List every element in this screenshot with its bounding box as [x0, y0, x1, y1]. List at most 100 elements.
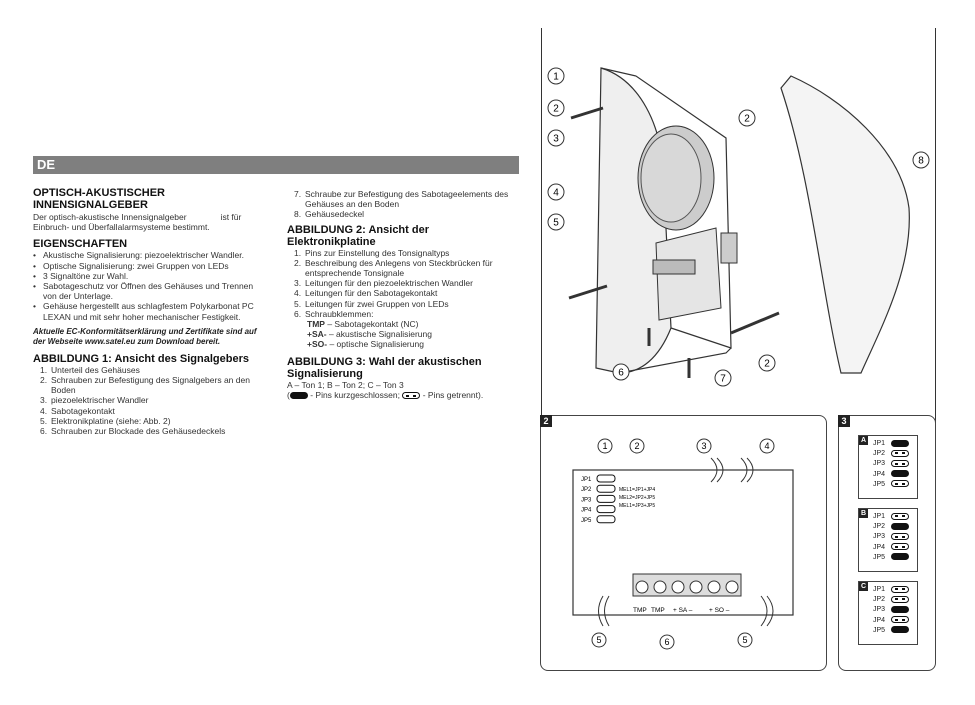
- callout-number: 5: [553, 218, 559, 229]
- jumper-open-icon: [402, 392, 421, 400]
- legend-item: 1.Pins zur Einstellung des Tonsignaltyps: [294, 248, 512, 258]
- callout-circle: [591, 632, 607, 648]
- tamper-wires: [740, 457, 754, 483]
- jumper-label: JP1: [873, 586, 886, 593]
- tamper-switch: [720, 232, 738, 264]
- housing-cover: [780, 75, 910, 374]
- callout-circle: [758, 354, 776, 372]
- heading-figure2: ABBILDUNG 2: Ansicht der Elektronikplati…: [287, 223, 429, 248]
- jumper-label: JP3: [581, 497, 592, 503]
- legend-number: 2.: [40, 375, 48, 386]
- jumper-closed-icon: [891, 470, 909, 478]
- legend-text: Sabotagekontakt: [51, 405, 115, 416]
- callout-circle: [912, 151, 930, 169]
- legend-text: Unterteil des Gehäuses: [51, 364, 140, 375]
- legend-number: 5.: [40, 415, 48, 426]
- terminal-item: +SA- – akustische Signalisierung: [307, 329, 513, 339]
- jumper-open-icon: [891, 460, 909, 468]
- jumper-open-icon: [891, 595, 909, 603]
- callout-number: 6: [618, 368, 624, 379]
- jumper-open-icon: [891, 533, 909, 541]
- legend-text: piezoelektrischer Wandler: [51, 395, 149, 406]
- jumper-open-icon: [891, 616, 909, 624]
- feature-item: 3 Signaltöne zur Wahl.: [33, 271, 268, 281]
- jumper-label: JP4: [873, 616, 886, 624]
- jumper-closed-icon: [891, 522, 909, 530]
- jumper-open-icon: [891, 480, 909, 488]
- heading-product: OPTISCH-AKUSTISCHER INNENSIGNALGEBER: [33, 187, 166, 211]
- callout-number: 8: [918, 156, 924, 167]
- callout-circle: [629, 438, 645, 454]
- legend-item: 6.Schrauben zur Blockade des Gehäusedeck…: [40, 426, 250, 436]
- legend-number: 3.: [294, 278, 302, 289]
- legend-item: 5.Elektronikplatine (siehe: Abb. 2): [40, 416, 250, 426]
- callout-number: 3: [701, 441, 706, 451]
- callout-circle: [547, 213, 565, 231]
- callout-number: 2: [764, 359, 770, 370]
- terminal-desc: – akustische Signalisierung: [326, 329, 432, 340]
- legend-text: Leitungen für den Sabotagekontakt: [305, 288, 438, 299]
- jumper-closed-icon: [891, 553, 909, 561]
- figure3-label: 3: [838, 415, 850, 427]
- legend-item: 5.Leitungen für zwei Gruppen von LEDs: [294, 299, 512, 309]
- legend-number: 5.: [294, 298, 302, 309]
- jumper-row: JP4: [873, 470, 909, 479]
- jumper-closed-icon: [891, 606, 909, 614]
- mel-text: MEL1=JP1+JP4: [619, 487, 655, 493]
- legend-text: Schraubklemmen:: [305, 308, 374, 319]
- callout-circle: [714, 369, 732, 387]
- jumper-row: JP5: [873, 553, 909, 562]
- legend-text: Beschreibung des Anlegens von Steckbrück…: [305, 257, 493, 279]
- terminal-label: + SA –: [673, 607, 693, 614]
- legend-text: Schrauben zur Blockade des Gehäusedeckel…: [51, 426, 226, 437]
- feature-item: Optische Signalisierung: zwei Gruppen vo…: [33, 261, 268, 271]
- housing-bottom: [618, 347, 732, 374]
- legend-text: Leitungen für den piezoelektrischen Wand…: [305, 278, 473, 289]
- legend-number: 6.: [40, 426, 48, 437]
- figure3-panel: [838, 415, 936, 671]
- legend-number: 8.: [294, 209, 302, 220]
- open-text: - Pins getrennt).: [420, 389, 484, 400]
- legend-number: 1.: [40, 364, 48, 375]
- terminal-desc: – Sabotagekontakt (NC): [324, 319, 419, 330]
- figure3-line1: A – Ton 1; B – Ton 2; C – Ton 3: [287, 379, 404, 390]
- callout-number: 2: [744, 114, 750, 125]
- jumper-row: JP4: [873, 616, 909, 625]
- jumper-open-icon: [891, 512, 909, 520]
- jumper-row: JP5: [873, 626, 909, 635]
- legend-item: 7.Schraube zur Befestigung des Sabotagee…: [294, 189, 512, 209]
- terminal-label: TMP: [633, 607, 647, 614]
- screw: [570, 106, 604, 120]
- terminal-screw: [635, 580, 649, 594]
- terminal-screw: [689, 580, 703, 594]
- heading-figure3: ABBILDUNG 3: Wahl der akustischen Signal…: [287, 355, 482, 380]
- legend-text: Pins zur Einstellung des Tonsignaltyps: [305, 247, 450, 258]
- legend-number: 4.: [294, 288, 302, 299]
- divider-right: [935, 28, 936, 423]
- legend-number: 1.: [294, 247, 302, 258]
- jumper-pin: [596, 505, 616, 514]
- figure2-label: 2: [540, 415, 552, 427]
- feature-item: Gehäuse hergestellt aus schlagfestem Pol…: [33, 301, 268, 321]
- legend-number: 7.: [294, 189, 302, 199]
- figure2-legend: 1.Pins zur Einstellung des Tonsignaltyps…: [287, 248, 512, 319]
- jumper-closed-icon: [891, 439, 909, 447]
- terminal-screw: [671, 580, 685, 594]
- callout-circle: [547, 129, 565, 147]
- housing-side: [600, 67, 732, 349]
- jumper-pin: [596, 474, 616, 483]
- jumper-label: JP3: [873, 606, 886, 614]
- legend-number: 4.: [40, 405, 48, 416]
- jumper-pin: [596, 515, 616, 524]
- screw: [730, 311, 780, 335]
- terminal-strip: [632, 573, 742, 597]
